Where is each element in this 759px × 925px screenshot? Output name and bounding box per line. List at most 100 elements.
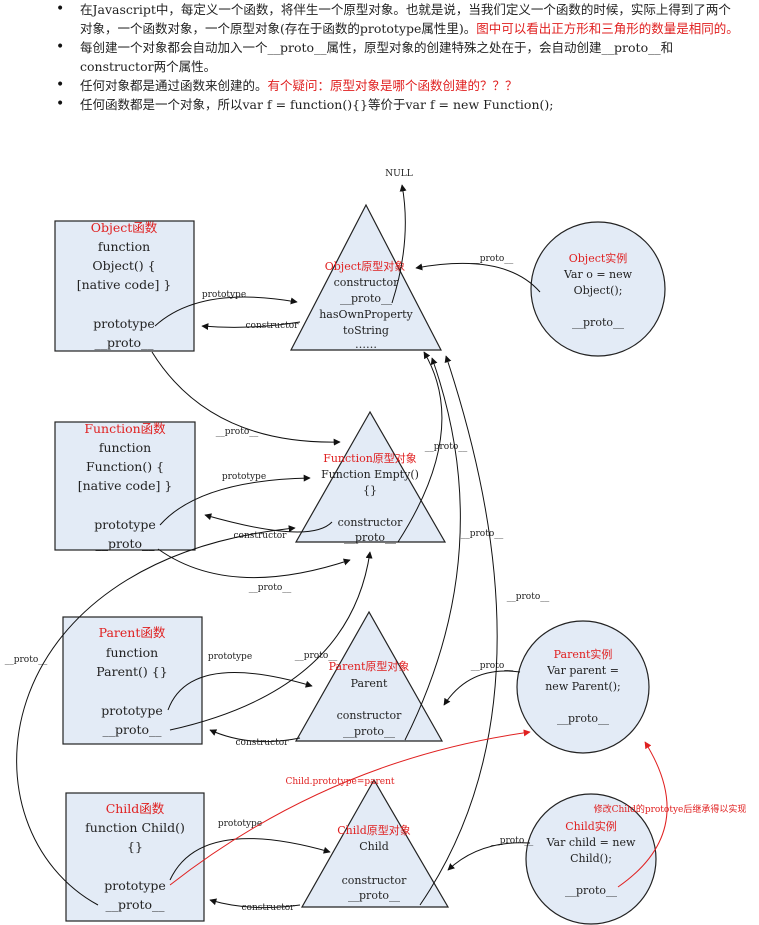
edge-label-prototype: prototype bbox=[202, 290, 246, 300]
parent-prototype-title: Parent原型对象 bbox=[329, 659, 410, 673]
svg-text:function Child(): function Child() bbox=[85, 820, 185, 835]
edge-parent-fn-proto bbox=[169, 551, 373, 731]
child-function-box: Child函数 function Child() {} prototype __… bbox=[65, 792, 205, 922]
edge-parent-instance-proto bbox=[443, 670, 521, 706]
edge-label-proto: __proto__ bbox=[507, 592, 550, 602]
edge-child-constructor bbox=[209, 898, 301, 909]
edge-label-constructor: constructor bbox=[246, 321, 300, 331]
note-item: 在Javascript中，每定义一个函数，将伴生一个原型对象。也就是说，当我们定… bbox=[0, 0, 759, 38]
svg-text:__proto__: __proto__ bbox=[557, 712, 609, 725]
function-prototype-title: Function原型对象 bbox=[323, 451, 417, 465]
svg-text:Function() {: Function() { bbox=[86, 459, 164, 474]
notes-list: 在Javascript中，每定义一个函数，将伴生一个原型对象。也就是说，当我们定… bbox=[0, 0, 759, 114]
child-function-title: Child函数 bbox=[106, 801, 165, 816]
child-assign-label: Child.prototype=parent bbox=[285, 777, 394, 787]
edge-label-proto: __proto__ bbox=[471, 254, 514, 264]
edge-child-prototype bbox=[169, 838, 331, 881]
edge-label-proto: __proto__ bbox=[425, 442, 468, 452]
edge-parent-constructor bbox=[209, 729, 301, 743]
function-prototype-triangle: Function原型对象 Function Empty() {} constru… bbox=[294, 410, 447, 544]
svg-text:constructor: constructor bbox=[337, 709, 402, 722]
edge-label-proto: __proto__ bbox=[5, 655, 48, 665]
null-label: NULL bbox=[385, 169, 412, 179]
svg-text:[native code] }: [native code] } bbox=[77, 277, 172, 292]
svg-text:prototype: prototype bbox=[93, 316, 155, 331]
note-item: 任何函数都是一个对象，所以var f = function(){}等价于var … bbox=[0, 95, 759, 114]
svg-text:hasOwnProperty: hasOwnProperty bbox=[319, 308, 413, 321]
svg-text:Var parent =: Var parent = bbox=[546, 664, 619, 677]
svg-text:__proto__: __proto__ bbox=[348, 889, 400, 902]
edge-child-proto-proto bbox=[419, 355, 498, 906]
svg-text:Object();: Object(); bbox=[574, 284, 623, 297]
child-instance-circle: Child实例 Var child = new Child(); __proto… bbox=[525, 793, 657, 925]
edge-function-prototype bbox=[159, 474, 311, 526]
object-prototype-triangle: Object原型对象 constructor __proto__ hasOwnP… bbox=[290, 203, 442, 351]
edge-label-constructor: constructor bbox=[236, 738, 290, 748]
edge-function-proto-proto bbox=[397, 351, 443, 543]
svg-text:function: function bbox=[98, 239, 150, 254]
edge-inherit bbox=[617, 741, 668, 888]
edge-label-proto: __proto__ bbox=[216, 427, 259, 437]
child-prototype-triangle: Child原型对象 Child constructor __proto__ bbox=[300, 778, 450, 908]
svg-text:constructor: constructor bbox=[342, 874, 407, 887]
svg-text:Child: Child bbox=[359, 840, 389, 853]
function-function-title: Function函数 bbox=[84, 421, 166, 436]
svg-text:__proto__: __proto__ bbox=[344, 531, 396, 544]
svg-text:new Parent();: new Parent(); bbox=[545, 680, 621, 693]
svg-text:__proto__: __proto__ bbox=[343, 725, 395, 738]
edge-label-proto: __proto__ bbox=[295, 651, 338, 661]
svg-text:prototype: prototype bbox=[94, 517, 156, 532]
note-item: 任何对象都是通过函数来创建的。有个疑问：原型对象是哪个函数创建的？？？ bbox=[0, 76, 759, 95]
svg-text:Object() {: Object() { bbox=[92, 258, 155, 273]
edge-label-proto: __proto__ bbox=[491, 836, 534, 846]
edge-label-constructor: constructor bbox=[234, 531, 288, 541]
child-prototype-title: Child原型对象 bbox=[337, 823, 411, 837]
function-function-box: Function函数 function Function() { [native… bbox=[54, 421, 196, 551]
edge-object-prototype bbox=[154, 296, 298, 327]
child-instance-title: Child实例 bbox=[565, 819, 617, 833]
svg-text:Function Empty(): Function Empty() bbox=[321, 468, 419, 481]
svg-text:constructor: constructor bbox=[334, 276, 399, 289]
svg-text:__proto__: __proto__ bbox=[102, 722, 162, 737]
svg-text:Parent: Parent bbox=[351, 677, 388, 690]
object-instance-title: Object实例 bbox=[569, 251, 628, 265]
svg-text:function: function bbox=[106, 645, 158, 660]
edge-object-fn-proto bbox=[151, 351, 341, 446]
svg-text:Parent() {}: Parent() {} bbox=[96, 664, 167, 679]
parent-function-box: Parent函数 function Parent() {} prototype … bbox=[62, 616, 203, 745]
svg-text:prototype: prototype bbox=[101, 703, 163, 718]
svg-text:__proto__: __proto__ bbox=[340, 292, 392, 305]
svg-text:__proto__: __proto__ bbox=[94, 335, 154, 350]
edge-label-proto: __proto__ bbox=[249, 583, 292, 593]
svg-text:__proto__: __proto__ bbox=[565, 884, 617, 897]
parent-instance-circle: Parent实例 Var parent = new Parent(); __pr… bbox=[516, 620, 650, 754]
edge-function-fn-proto bbox=[157, 548, 351, 579]
svg-text:__proto__: __proto__ bbox=[572, 316, 624, 329]
object-function-title: Object函数 bbox=[91, 220, 158, 235]
edge-parent-proto-proto bbox=[404, 357, 461, 741]
edge-child-prototype-assign bbox=[169, 729, 531, 886]
svg-text:……: …… bbox=[355, 338, 377, 351]
svg-text:{}: {} bbox=[127, 839, 143, 854]
edge-child-fn-proto bbox=[16, 525, 296, 906]
svg-text:toString: toString bbox=[343, 324, 389, 337]
parent-prototype-triangle: Parent原型对象 Parent constructor __proto__ bbox=[294, 610, 444, 742]
edge-label-constructor: constructor bbox=[242, 903, 296, 913]
inherit-note: 修改Child的prototye后继承得以实现 bbox=[594, 803, 747, 815]
object-function-box: Object函数 function Object() { [native cod… bbox=[54, 220, 195, 352]
parent-instance-title: Parent实例 bbox=[554, 647, 613, 661]
parent-function-title: Parent函数 bbox=[99, 625, 166, 640]
edge-label-prototype: prototype bbox=[222, 472, 266, 482]
red-edges: Child.prototype=parent 修改Child的prototye后… bbox=[169, 729, 747, 888]
svg-text:function: function bbox=[99, 440, 151, 455]
edge-object-proto-null bbox=[391, 184, 407, 304]
edge-label-prototype: prototype bbox=[208, 652, 252, 662]
object-prototype-title: Object原型对象 bbox=[325, 259, 406, 273]
svg-text:constructor: constructor bbox=[338, 516, 403, 529]
svg-text:Var child = new: Var child = new bbox=[546, 836, 636, 849]
svg-text:__proto__: __proto__ bbox=[95, 536, 155, 551]
note-item: 每创建一个对象都会自动加入一个__proto__属性，原型对象的创建特殊之处在于… bbox=[0, 38, 759, 76]
edges: prototype constructor __proto__ __proto_… bbox=[5, 184, 550, 913]
edge-label-proto: __proto__ bbox=[471, 661, 514, 671]
